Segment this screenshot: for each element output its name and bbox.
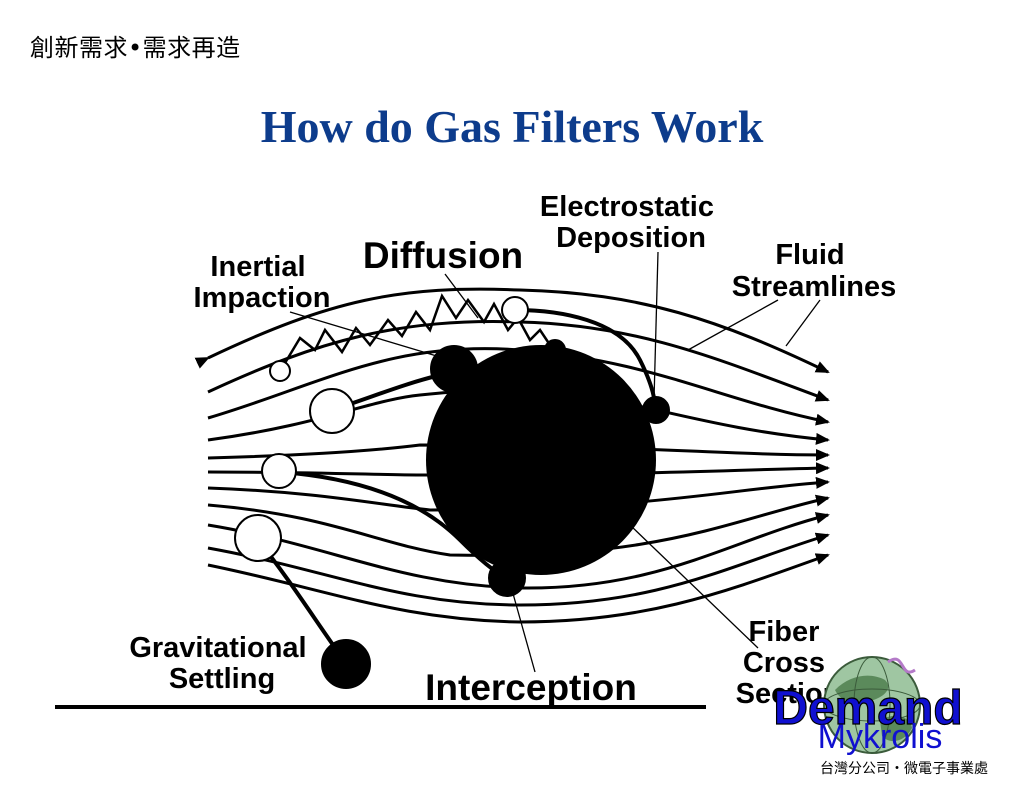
label-fiber-cross-section: Fiber Cross Section — [736, 616, 841, 710]
leader-lines — [289, 251, 821, 673]
label-gravitational-settling: Gravitational Settling — [129, 632, 314, 695]
streamline — [207, 553, 830, 624]
particle-diffusion-small — [269, 360, 291, 382]
logo-mykrolis-text: Mykrolis — [818, 718, 943, 756]
label-interception: Interception — [425, 667, 637, 708]
interception-trajectory — [279, 470, 507, 580]
label-inertial-impaction: Inertial Impaction — [194, 251, 331, 314]
particle-gravitational — [234, 514, 282, 562]
captured-particle-diffusion — [544, 339, 566, 361]
settled-particle-gravitational — [321, 639, 371, 689]
label-diffusion: Diffusion — [363, 235, 523, 276]
label-electrostatic-deposition: Electrostatic Deposition — [540, 191, 722, 254]
particle-interception — [261, 453, 297, 489]
captured-particle-interception — [488, 559, 526, 597]
footer-company-division: 台灣分公司・微電子事業處 — [820, 761, 988, 777]
streamline — [207, 532, 830, 607]
globe-icon — [823, 656, 921, 754]
streamline — [194, 287, 830, 374]
captured-particle-electrostatic — [642, 396, 670, 424]
slide-header: 創新需求•需求再造 — [30, 34, 241, 62]
fiber-cross-section — [426, 345, 656, 575]
particle-inertial — [309, 388, 355, 434]
logo-demand-text: Demand — [773, 682, 962, 735]
electrostatic-trajectory — [514, 308, 657, 409]
slide-title: How do Gas Filters Work — [260, 101, 764, 152]
particle-electrostatic — [501, 296, 529, 324]
company-logo: Demand Mykrolis — [773, 656, 963, 756]
label-fluid-streamlines: Fluid Streamlines — [732, 239, 896, 303]
captured-particle-inertial — [430, 345, 478, 393]
